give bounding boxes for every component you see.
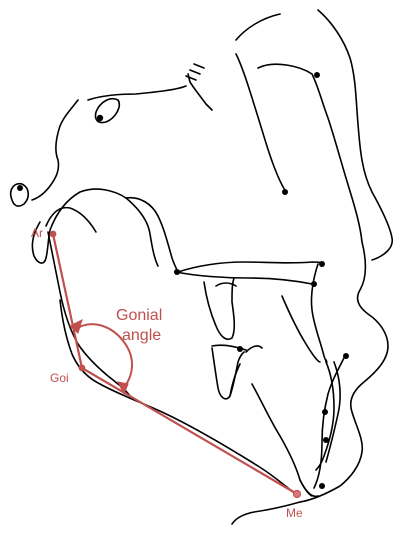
lower-incisor [282,296,320,362]
molar-occlusal-dot [237,346,243,352]
orbitale-dot [282,189,288,195]
ramus-tangent-line [53,234,82,368]
posterior-nasal-spine-dot [174,269,180,275]
incisor-tip-dot [343,353,349,359]
upper-incisor [311,264,326,362]
coronoid-process [126,198,178,272]
gonial-angle-label-line2: angle [122,327,161,344]
lower-incisor-root [316,362,334,470]
lower-molar [212,348,244,399]
orbit-outline [236,54,286,192]
nasal-profile [258,64,388,502]
articulare-point [50,231,57,238]
pogonion-dot [323,437,329,443]
symphysis-internal [326,362,340,462]
chin-bone [300,480,318,496]
nasal-bone-line [318,10,392,260]
anatomical-outline [11,10,393,524]
cranial-base-line [32,100,78,200]
articulare-label: Ar [31,226,43,240]
mandible-inner-outline [252,384,312,496]
anterior-cranial-base [88,86,186,100]
gonial-angle-annotation: Ar Goi Me Gonial angle [31,226,303,520]
occlusal-plane [176,272,312,284]
gonion-point [79,365,86,372]
gnathion-dot [319,483,325,489]
ruler-marks [186,64,204,80]
porion-dot [17,185,23,191]
sella-dot [97,115,103,121]
ramus-posterior-outline [32,189,158,266]
gonion-label: Goi [50,371,69,385]
forehead-soft-tissue [236,14,280,40]
menton-point [293,490,300,497]
gonial-angle-label-line1: Gonial [116,307,162,324]
nasion-dot [314,72,320,78]
palatal-plane-region [188,74,212,110]
upper-incisor-tip-dot [311,281,317,287]
anterior-nasal-spine-dot [319,261,325,267]
point-b-dot [322,409,328,415]
menton-label: Me [286,506,303,520]
maxilla-outline [178,262,322,272]
mandibular-symphysis-lingual [246,346,262,352]
mandibular-plane-line [82,368,297,494]
condyle-outline [46,208,96,232]
upper-molar [204,278,234,339]
mandibular-lower-border [60,300,298,496]
